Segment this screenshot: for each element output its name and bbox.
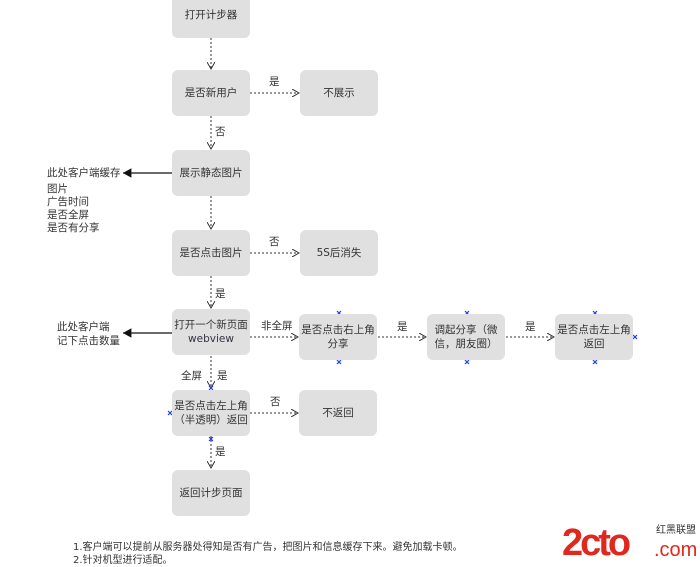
- edge-label: 否: [270, 396, 281, 408]
- edge-label: 否: [269, 236, 280, 248]
- node-new-user: 是否新用户: [172, 70, 250, 116]
- edge-label: 是: [525, 321, 536, 333]
- footer-line: 1.客户端可以提前从服务器处得知是否有广告，把图片和信息缓存下来。避免加载卡顿。: [73, 542, 463, 553]
- node-show-image: 展示静态图片: [172, 150, 250, 196]
- node-click-back-half: 是否点击左上角（半透明）返回: [172, 390, 250, 436]
- edge-label: 是: [397, 321, 408, 333]
- node-click-image: 是否点击图片: [172, 230, 250, 276]
- cache-note: 此处客户端缓存 图片 广告时间 是否全屏 是否有分享: [47, 167, 121, 235]
- cache-item: 图片: [47, 183, 68, 195]
- edge-label: 否: [215, 126, 226, 138]
- edge-label: 全屏: [181, 370, 202, 382]
- node-open-webview: 打开一个新页面 webview: [172, 309, 250, 355]
- node-return-page: 返回计步页面: [172, 470, 250, 516]
- count-note: 此处客户端 记下点击数量: [57, 320, 120, 348]
- count-note-line2: 记下点击数量: [57, 335, 120, 347]
- node-disappear: 5S后消失: [300, 230, 378, 276]
- edge-label: 是: [215, 288, 226, 300]
- count-note-line1: 此处客户端: [57, 321, 110, 333]
- node-no-return: 不返回: [299, 390, 377, 436]
- cache-item: 是否有分享: [47, 222, 100, 234]
- edge-label: 非全屏: [261, 320, 293, 332]
- node-click-back-right: 是否点击左上角返回: [555, 314, 633, 360]
- site-logo: 2cto 红黑联盟 .com: [562, 523, 700, 563]
- node-open-webview-line1: 打开一个新页面: [174, 319, 248, 331]
- logo-sub1: 红黑联盟: [656, 525, 696, 536]
- node-open-webview-line2: webview: [188, 333, 234, 345]
- cache-item: 广告时间: [47, 196, 89, 208]
- node-start: 打开计步器: [172, 0, 250, 38]
- logo-main: 2cto: [562, 522, 631, 564]
- footer-line: 2.针对机型进行适配。: [73, 555, 173, 566]
- logo-sub2: .com: [654, 539, 698, 561]
- cache-item: 是否全屏: [47, 209, 89, 221]
- node-click-share: 是否点击右上角分享: [299, 314, 377, 360]
- edge-label: 是: [269, 76, 280, 88]
- footer-notes: 1.客户端可以提前从服务器处得知是否有广告，把图片和信息缓存下来。避免加载卡顿。…: [73, 541, 463, 567]
- edge-label: 是: [217, 370, 228, 382]
- edge-label: 是: [215, 446, 226, 458]
- cache-note-title: 此处客户端缓存: [47, 167, 121, 179]
- node-invoke-share: 调起分享（微信，朋友圈）: [427, 314, 505, 360]
- node-no-show: 不展示: [300, 70, 378, 116]
